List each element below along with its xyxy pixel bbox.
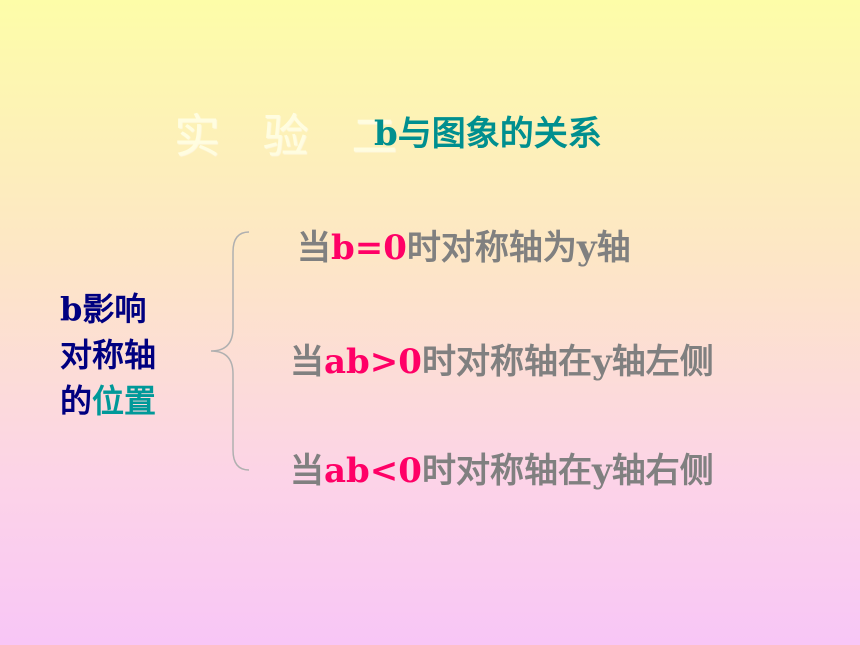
case-1-prefix: 当 xyxy=(297,228,331,268)
case-3-result: 时对称轴在y轴右侧 xyxy=(421,451,714,491)
topic-line-3-highlight: 位置 xyxy=(92,382,157,420)
topic-line-1: b影响 xyxy=(60,290,147,328)
topic-line-3-prefix: 的 xyxy=(60,382,93,420)
case-3-prefix: 当 xyxy=(290,451,324,491)
case-3-condition: ab<0 xyxy=(324,451,422,491)
case-1-condition: b=0 xyxy=(331,228,407,268)
topic-line-3: 的位置 xyxy=(60,378,156,424)
case-1-result: 时对称轴为y轴 xyxy=(406,228,631,268)
topic-label: b影响 对称轴 的位置 xyxy=(60,286,156,424)
topic-line-2: 对称轴 xyxy=(60,336,157,374)
case-ab-negative: 当ab<0时对称轴在y轴右侧 xyxy=(290,443,714,492)
case-ab-positive: 当ab>0时对称轴在y轴左侧 xyxy=(290,334,714,383)
slide-title: 实 验 二 xyxy=(174,109,412,163)
case-2-result: 时对称轴在y轴左侧 xyxy=(421,342,714,382)
case-2-prefix: 当 xyxy=(290,342,324,382)
slide-subtitle: b与图象的关系 xyxy=(374,114,602,154)
curly-brace-icon xyxy=(210,231,250,471)
case-2-condition: ab>0 xyxy=(324,342,422,382)
case-b-zero: 当b=0时对称轴为y轴 xyxy=(297,220,631,269)
